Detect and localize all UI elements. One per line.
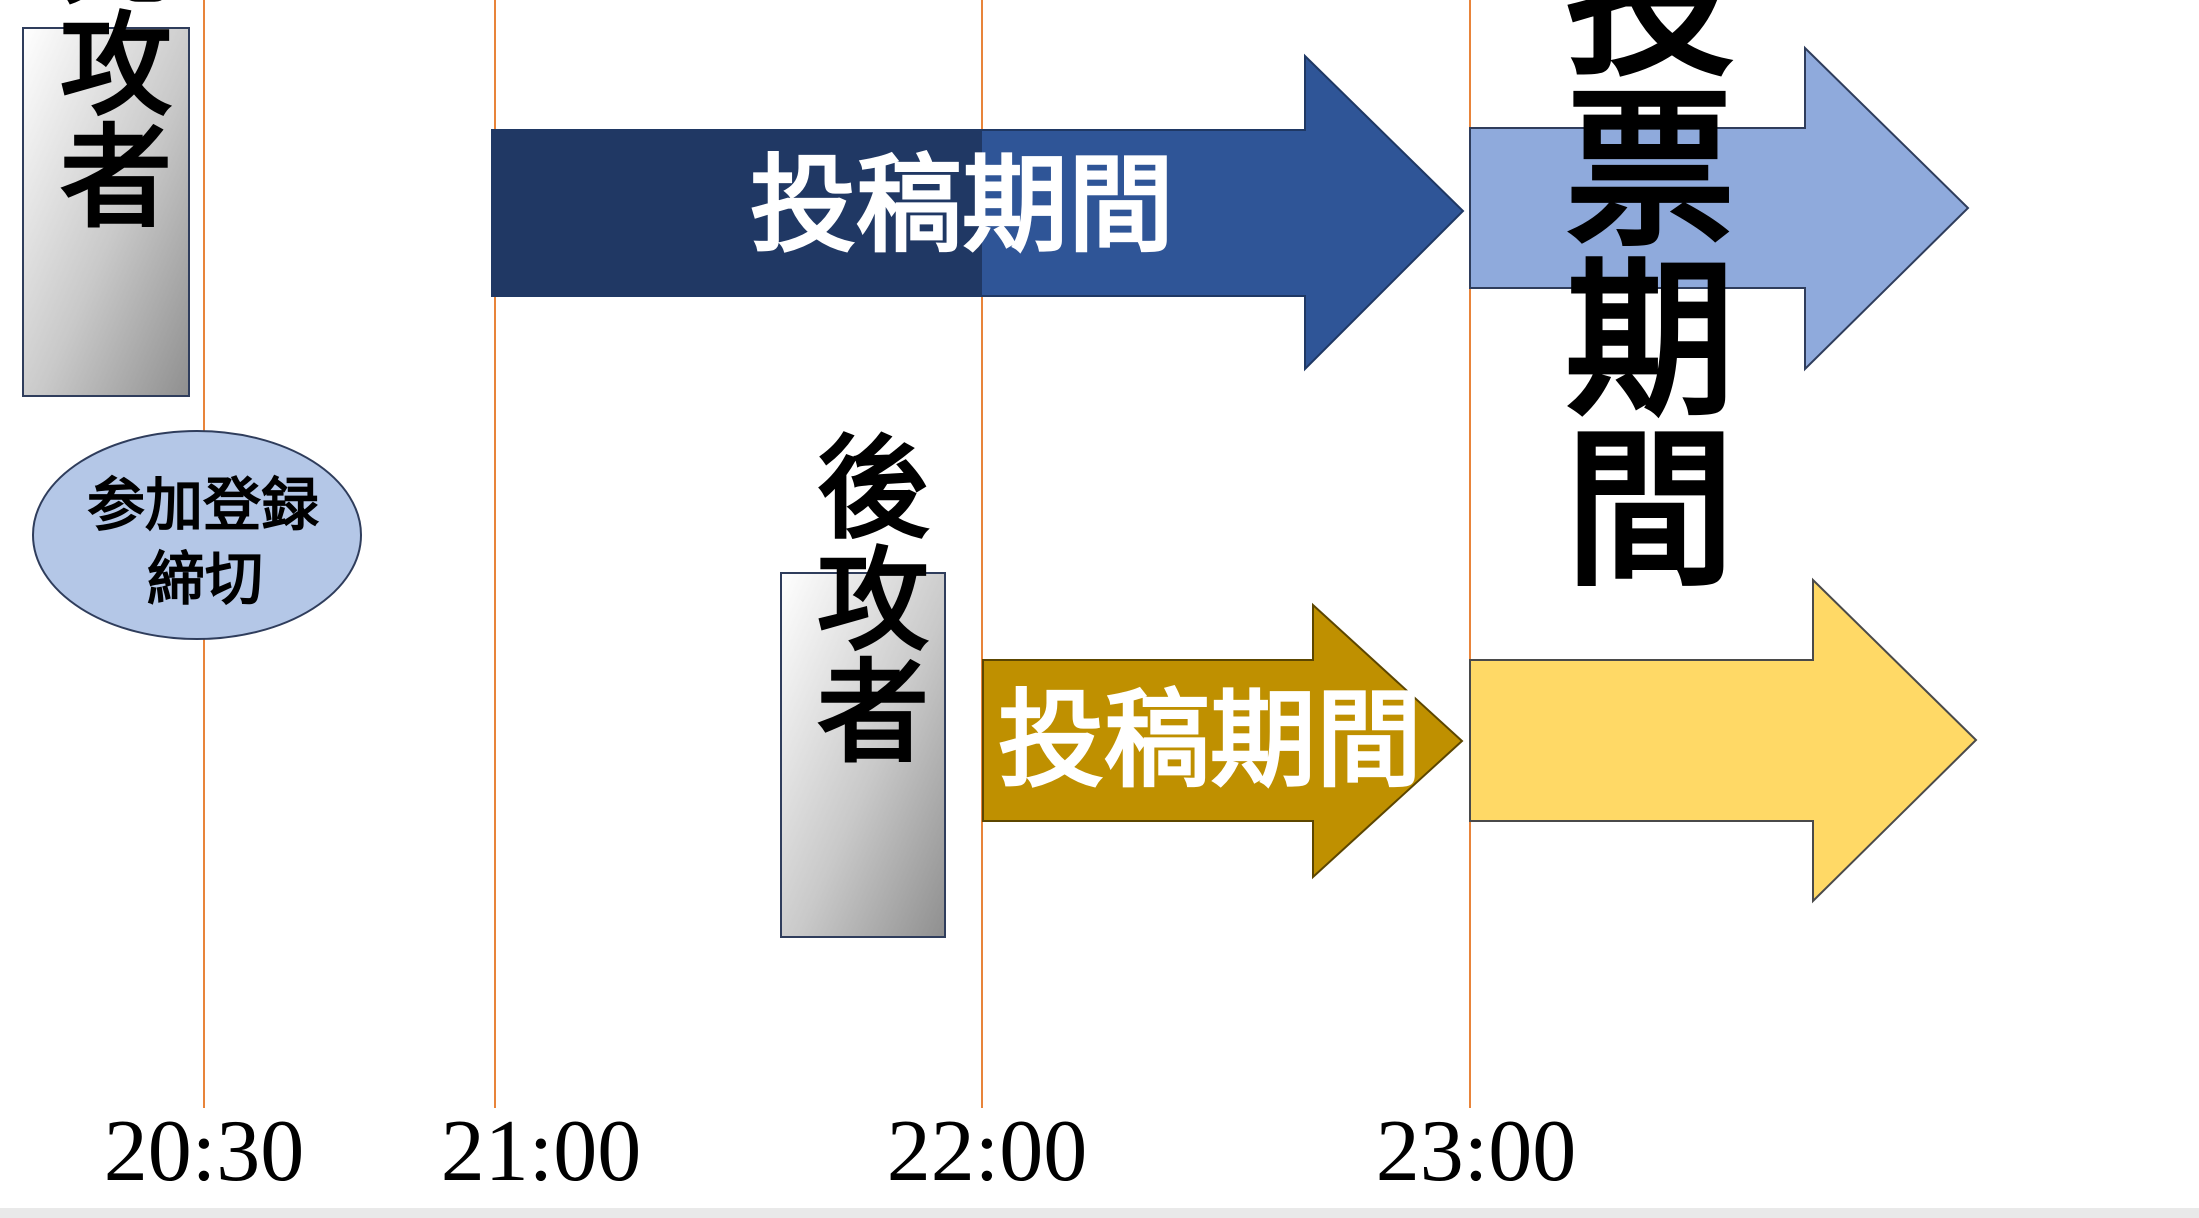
voting-period-label: 投票期間 — [1535, 0, 1733, 590]
first-player-posting-arrow-dark-part — [492, 130, 982, 296]
second-player-posting-arrow — [982, 602, 1464, 880]
voting-period-text: 投票期間 — [1535, 0, 1733, 590]
registration-line-1: 参加登録 — [87, 471, 320, 539]
voting-arrow-second — [1469, 577, 1978, 904]
first-player-label: 先攻者 — [41, 0, 172, 230]
first-player-box — [22, 27, 190, 397]
time-label-2300: 23:00 — [1376, 1103, 1576, 1200]
second-player-label: 後攻者 — [798, 429, 929, 765]
registration-line-2: 締切 — [147, 545, 263, 613]
second-player-box — [780, 572, 946, 938]
time-label-2100: 21:00 — [441, 1103, 641, 1200]
registration-deadline-badge — [32, 430, 362, 640]
voting-arrow-first — [1469, 45, 1970, 372]
second-player-posting-label: 投稿期間 — [998, 679, 1422, 802]
time-label-2030: 20:30 — [104, 1103, 304, 1200]
time-label-2200: 22:00 — [887, 1103, 1087, 1200]
first-player-posting-label: 投稿期間 — [750, 144, 1174, 267]
bottom-strip — [0, 1208, 2199, 1218]
